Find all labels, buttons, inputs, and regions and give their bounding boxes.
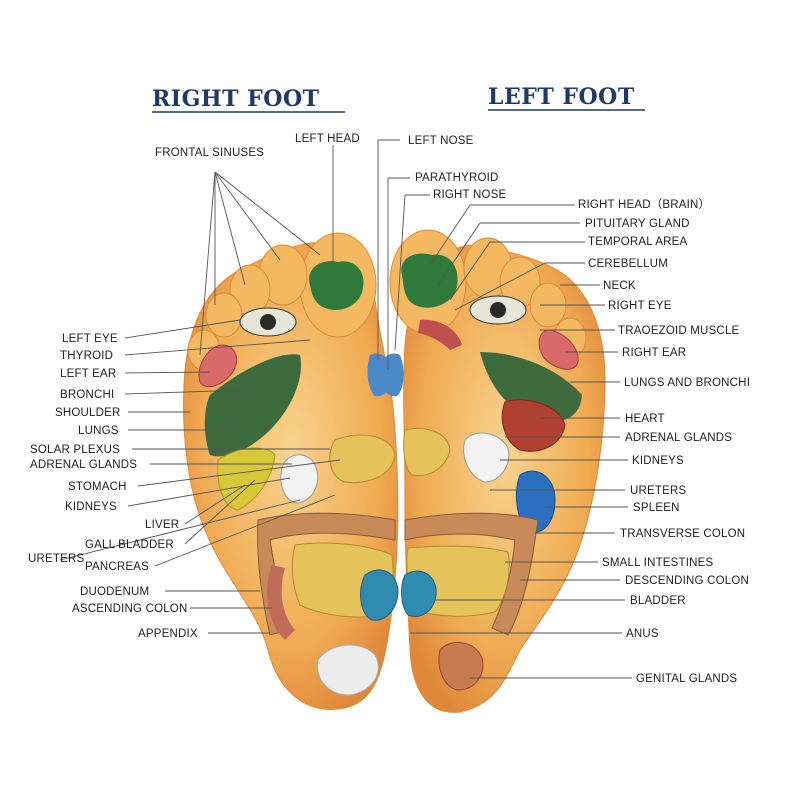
right-toe-4 (205, 292, 243, 338)
label-right-ear: RIGHT EAR (622, 347, 686, 359)
label-appendix: APPENDIX (138, 628, 198, 640)
left-foot-title: LEFT FOOT (488, 84, 635, 110)
label-anus: ANUS (626, 628, 659, 640)
left-foot-kidney (463, 432, 510, 483)
left-foot-bladder (401, 570, 437, 617)
label-spleen: SPLEEN (633, 502, 680, 514)
left-foot-eye-iris (490, 302, 506, 318)
right-foot-liver (217, 447, 276, 511)
left-foot (380, 229, 606, 713)
label-adrenal-glands-left: ADRENAL GLANDS (30, 459, 137, 471)
left-foot-colon (404, 512, 539, 636)
label-liver: LIVER (145, 519, 179, 531)
label-right-eye: RIGHT EYE (608, 300, 672, 312)
label-neck: NECK (603, 280, 636, 292)
label-temporal-area: TEMPORAL AREA (588, 236, 687, 248)
label-bronchi: BRONCHI (60, 389, 114, 401)
label-left-ear: LEFT EAR (60, 368, 116, 380)
label-ureters-left: URETERS (28, 553, 84, 565)
label-left-nose: LEFT NOSE (408, 135, 474, 147)
label-genital-glands: GENITAL GLANDS (636, 673, 737, 685)
left-foot-heart (501, 399, 566, 452)
right-foot-appendix (267, 565, 295, 640)
labels: FRONTAL SINUSES LEFT HEAD LEFT NOSE PARA… (28, 133, 750, 685)
left-foot-lung (480, 352, 582, 422)
label-transverse-colon: TRANSVERSE COLON (620, 528, 745, 540)
right-foot-colon (257, 512, 396, 636)
right-foot-heel-organ (316, 644, 379, 696)
label-lungs-and-bronchi: LUNGS AND BRONCHI (624, 377, 750, 389)
label-frontal-sinuses: FRONTAL SINUSES (155, 147, 264, 159)
right-foot-lung (204, 354, 301, 457)
right-foot-title: RIGHT FOOT (152, 86, 320, 112)
label-ureters-right: URETERS (630, 485, 686, 497)
label-lungs: LUNGS (78, 425, 119, 437)
label-left-head: LEFT HEAD (295, 133, 360, 145)
left-foot-trapezoid (418, 319, 462, 350)
label-gall-bladder: GALL BLADDER (85, 539, 174, 551)
right-foot-bladder (360, 569, 399, 621)
label-parathyroid: PARATHYROID (415, 172, 499, 184)
left-foot-stomach (403, 427, 451, 477)
right-foot-stomach (329, 434, 396, 484)
left-foot-nose (380, 353, 404, 397)
label-descending-colon: DESCENDING COLON (625, 575, 749, 587)
label-thyroid: THYROID (60, 350, 113, 362)
label-cerebellum: CEREBELLUM (588, 258, 668, 270)
label-solar-plexus: SOLAR PLEXUS (30, 444, 120, 456)
label-traoezoid-muscle: TRAOEZOID MUSCLE (618, 325, 740, 337)
right-foot-kidney (280, 454, 319, 504)
label-heart: HEART (625, 413, 665, 425)
right-foot-eye-iris (260, 314, 276, 330)
label-pancreas: PANCREAS (85, 561, 149, 573)
label-adrenal-glands-right: ADRENAL GLANDS (625, 432, 732, 444)
label-bladder: BLADDER (630, 595, 686, 607)
label-right-head-brain: RIGHT HEAD（BRAIN） (578, 198, 710, 211)
left-foot-brain (401, 253, 458, 308)
label-pituitary-gland: PITUITARY GLAND (585, 218, 690, 230)
right-foot-ear (198, 344, 237, 388)
label-left-eye: LEFT EYE (62, 333, 118, 345)
label-stomach: STOMACH (68, 481, 127, 493)
right-foot-brain (309, 261, 364, 311)
label-duodenum: DUODENUM (80, 586, 149, 598)
label-kidneys-right: KIDNEYS (632, 455, 684, 467)
left-foot-ear (538, 329, 579, 370)
label-kidneys-left: KIDNEYS (65, 501, 117, 513)
label-small-intestines: SMALL INTESTINES (602, 557, 714, 569)
right-foot (183, 232, 399, 710)
label-right-nose: RIGHT NOSE (433, 189, 506, 201)
label-ascending-colon: ASCENDING COLON (72, 603, 187, 615)
label-shoulder: SHOULDER (55, 407, 121, 419)
leader-lines (59, 139, 632, 679)
